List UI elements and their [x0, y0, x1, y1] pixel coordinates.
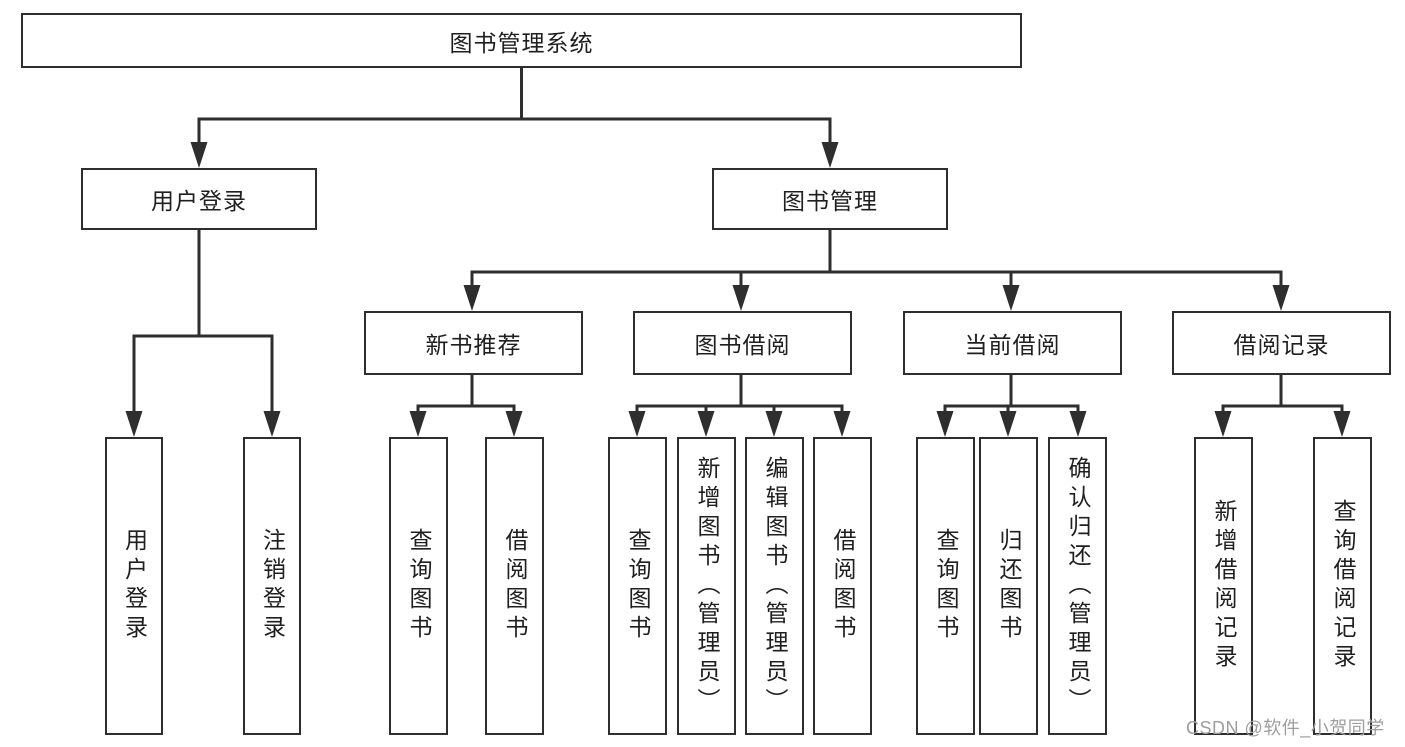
leaf-label: 借阅图书 — [502, 528, 528, 644]
leaf-label: 查询图书 — [406, 528, 432, 644]
leaf-query-books-2: 查询图书 — [608, 437, 667, 735]
node-borrow-records: 借阅记录 — [1172, 311, 1391, 375]
leaf-user-login: 用户登录 — [105, 437, 163, 735]
node-label: 图书管理 — [782, 188, 878, 214]
node-label: 新书推荐 — [425, 332, 522, 358]
leaf-edit-books-admin: 编辑图书（管理员） — [745, 437, 804, 735]
node-label: 借阅记录 — [1233, 332, 1330, 358]
leaf-borrow-books-1: 借阅图书 — [485, 437, 544, 735]
leaf-label: 编辑图书（管理员） — [762, 455, 788, 717]
leaf-label: 查询借阅记录 — [1330, 499, 1356, 673]
leaf-confirm-return-admin: 确认归还（管理员） — [1048, 437, 1107, 735]
leaf-label: 用户登录 — [121, 528, 148, 644]
node-new-book-recommend: 新书推荐 — [364, 311, 583, 375]
leaf-label: 新增图书（管理员） — [694, 455, 720, 717]
node-label: 当前借阅 — [964, 332, 1061, 358]
leaf-return-books: 归还图书 — [979, 437, 1038, 735]
node-book-borrow: 图书借阅 — [633, 311, 852, 375]
node-book-management: 图书管理 — [712, 168, 948, 230]
leaf-query-books-3: 查询图书 — [916, 437, 975, 735]
leaf-label: 确认归还（管理员） — [1065, 455, 1091, 717]
leaf-logout: 注销登录 — [243, 437, 301, 735]
leaf-add-borrow-record: 新增借阅记录 — [1194, 437, 1253, 735]
leaf-label: 查询图书 — [625, 528, 651, 644]
leaf-query-books-1: 查询图书 — [389, 437, 448, 735]
leaf-query-borrow-record: 查询借阅记录 — [1313, 437, 1372, 735]
node-label: 图书借阅 — [694, 332, 791, 358]
leaf-label: 归还图书 — [996, 528, 1022, 644]
leaf-label: 借阅图书 — [830, 528, 856, 644]
node-label: 图书管理系统 — [449, 29, 594, 56]
leaf-borrow-books-2: 借阅图书 — [813, 437, 872, 735]
node-current-borrow: 当前借阅 — [903, 311, 1122, 375]
leaf-label: 查询图书 — [933, 528, 959, 644]
leaf-label: 注销登录 — [259, 528, 286, 644]
leaf-label: 新增借阅记录 — [1211, 499, 1237, 673]
node-label: 用户登录 — [151, 188, 247, 214]
leaf-add-books-admin: 新增图书（管理员） — [677, 437, 736, 735]
node-root-system: 图书管理系统 — [21, 13, 1022, 68]
node-user-login: 用户登录 — [81, 168, 317, 230]
watermark: CSDN @软件_小贺同学 — [1186, 718, 1385, 738]
